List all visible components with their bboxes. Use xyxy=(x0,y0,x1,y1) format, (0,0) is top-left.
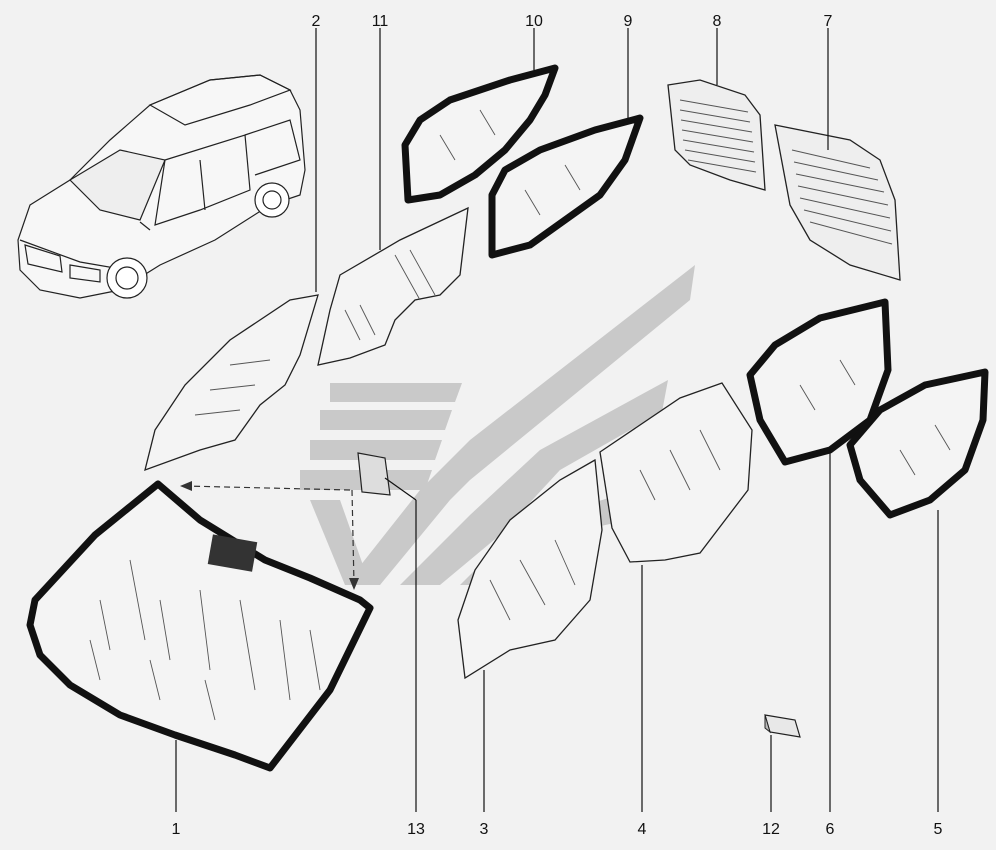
front-door-glass[interactable] xyxy=(317,206,469,366)
callout-2: 2 xyxy=(312,13,321,30)
leader-lines xyxy=(175,28,939,812)
callout-numbers: 1 2 3 4 5 6 7 8 9 10 11 12 13 xyxy=(172,13,943,838)
callout-10: 10 xyxy=(525,13,543,30)
adhesive-block[interactable] xyxy=(764,714,801,738)
callout-5: 5 xyxy=(934,821,943,838)
callout-7: 7 xyxy=(824,13,833,30)
side-glass-rear-lower[interactable] xyxy=(846,368,989,519)
side-door-glass[interactable] xyxy=(457,458,603,680)
callout-3: 3 xyxy=(480,821,489,838)
sensor-pad[interactable] xyxy=(357,452,391,496)
callout-4: 4 xyxy=(638,821,647,838)
sensor-arrows xyxy=(180,481,359,590)
tailgate-glass-large[interactable] xyxy=(774,124,901,281)
callout-9: 9 xyxy=(624,13,633,30)
windshield[interactable] xyxy=(26,480,374,772)
car-overview-illustration xyxy=(17,74,306,299)
tailgate-glass-small[interactable] xyxy=(667,79,766,191)
rear-quarter-glass-upper-right[interactable] xyxy=(488,114,644,259)
side-glass-rear-upper[interactable] xyxy=(746,298,892,466)
callout-11: 11 xyxy=(372,13,389,30)
callout-12: 12 xyxy=(762,821,780,838)
callout-1: 1 xyxy=(172,821,181,838)
windshield-sensor-area xyxy=(207,534,258,572)
callout-13: 13 xyxy=(407,821,425,838)
callout-8: 8 xyxy=(713,13,722,30)
rear-door-glass[interactable] xyxy=(599,382,753,563)
rear-quarter-glass-upper-left[interactable] xyxy=(401,64,559,204)
callout-6: 6 xyxy=(826,821,835,838)
front-quarter-glass[interactable] xyxy=(144,294,319,472)
